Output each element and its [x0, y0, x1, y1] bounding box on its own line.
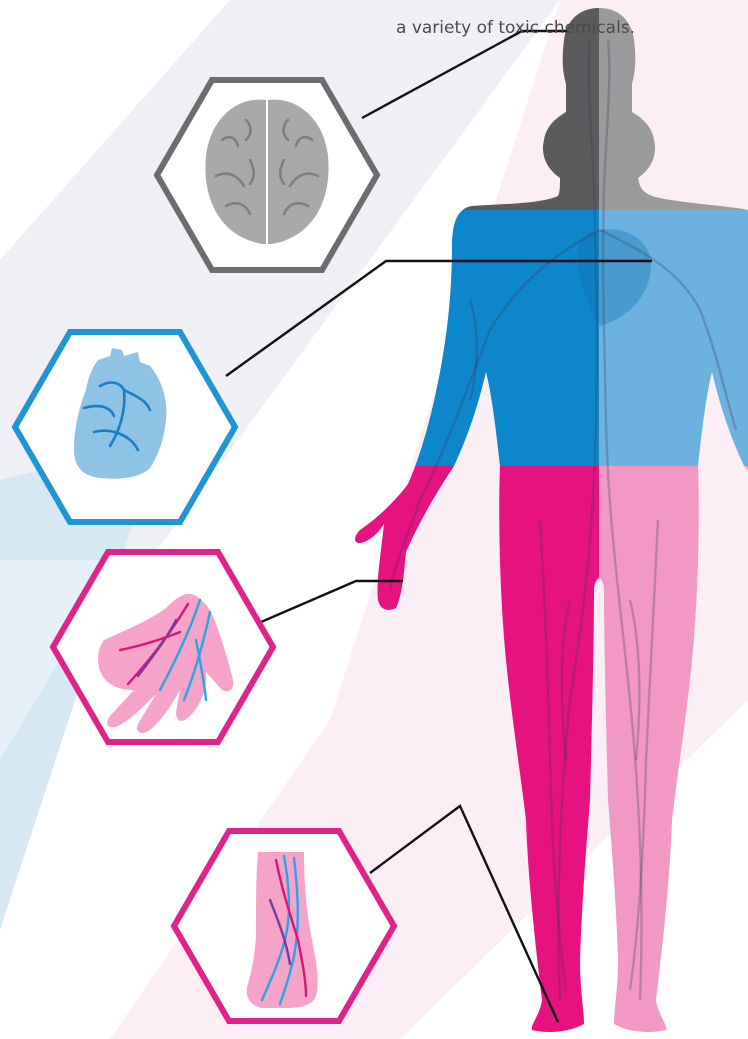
caption-text: a variety of toxic chemicals. [396, 18, 635, 38]
